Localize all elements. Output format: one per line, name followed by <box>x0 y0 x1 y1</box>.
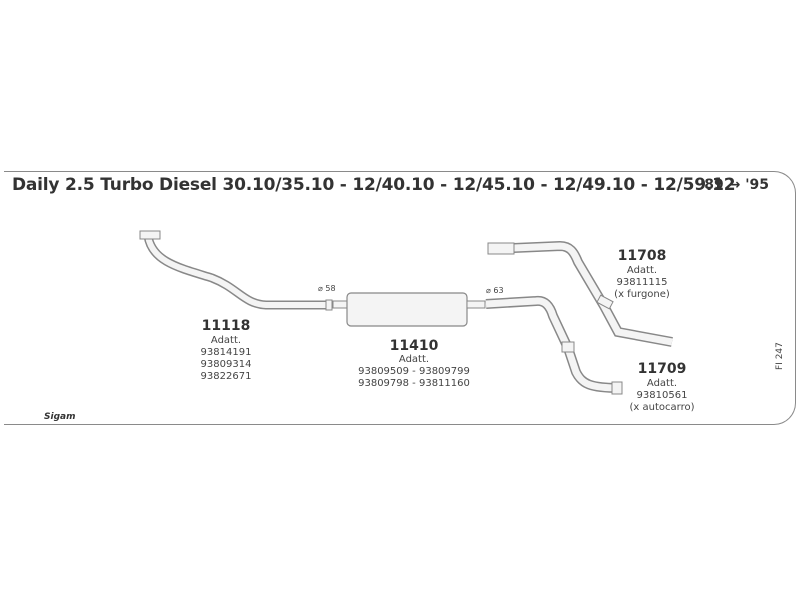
diagram-title: Daily 2.5 Turbo Diesel 30.10/35.10 - 12/… <box>12 175 736 195</box>
tail-pipe-11709 <box>485 295 623 395</box>
front-pipe-11118 <box>139 230 333 311</box>
part-ref-11709: (x autocarro) <box>629 402 695 413</box>
part-code-11118: 11118 <box>201 318 251 334</box>
part-code-11709: 11709 <box>637 361 687 377</box>
part-note-11410: Adatt. <box>398 354 430 365</box>
part-note-11118: Adatt. <box>210 335 242 346</box>
part-ref-11118: 93809314 <box>200 359 252 370</box>
part-code-11708: 11708 <box>617 248 667 264</box>
part-ref-11410: 93809798 - 93811160 <box>358 378 470 389</box>
part-note-11708: Adatt. <box>626 265 658 276</box>
part-note-11709: Adatt. <box>646 378 678 389</box>
part-ref-11118: 93814191 <box>200 347 252 358</box>
year-range: '89 → '95 <box>700 177 770 193</box>
part-code-11410: 11410 <box>389 338 439 354</box>
silencer-11410 <box>332 292 486 327</box>
part-ref-11708: 93811115 <box>616 277 668 288</box>
diameter-label-63: ⌀ 63 <box>486 286 504 295</box>
diameter-label-58: ⌀ 58 <box>318 284 336 293</box>
tail-pipe-11708 <box>487 240 673 347</box>
drawing-reference: FI 247 <box>775 342 785 370</box>
part-ref-11708: (x furgone) <box>614 289 670 300</box>
brand-logo: Sigam <box>44 412 76 422</box>
part-ref-11118: 93822671 <box>200 371 252 382</box>
part-ref-11410: 93809509 - 93809799 <box>358 366 470 377</box>
part-ref-11709: 93810561 <box>636 390 688 401</box>
